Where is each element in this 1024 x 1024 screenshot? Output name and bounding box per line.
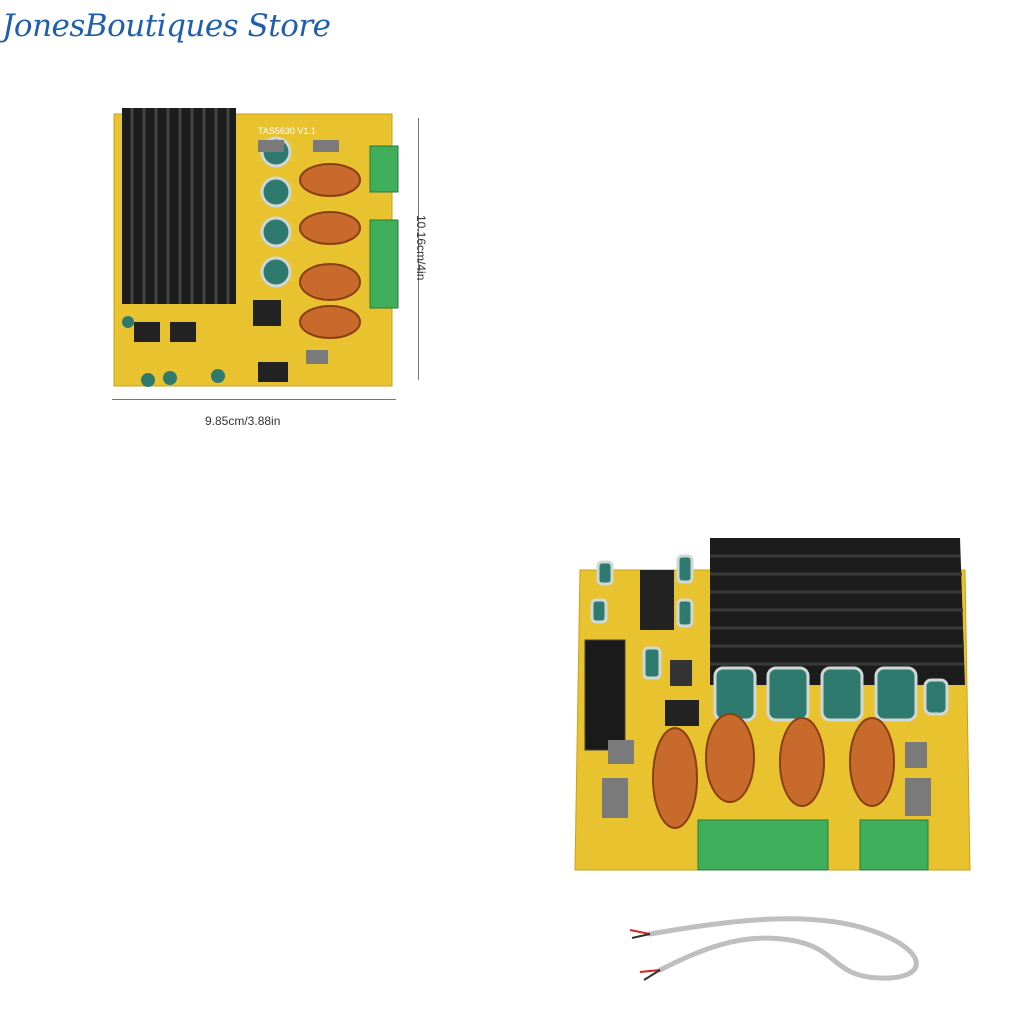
screw-terminals [697,819,929,871]
cable [647,916,919,981]
small-components [122,140,339,387]
screw-terminals [369,145,399,309]
height-dimension-label: 10.16cm/4in [414,215,428,281]
heatsink [710,538,965,685]
store-title: JonesBoutiques Store [2,8,331,44]
inductor-coils [299,163,361,339]
cable-photo [629,916,919,981]
small-components [584,570,931,818]
cable-wire-ends [629,929,661,981]
silkscreen-label: TAS5630 V1.1 [258,126,316,136]
heatsink [122,108,236,304]
width-dimension-label: 9.85cm/3.88in [205,414,281,428]
inductor-coils [652,713,895,829]
board-angled-view-photo [574,538,971,871]
board-top-view-photo: TAS5630 V1.1 [113,108,399,387]
height-dimension-line [418,118,419,380]
width-dimension-line [112,399,396,400]
